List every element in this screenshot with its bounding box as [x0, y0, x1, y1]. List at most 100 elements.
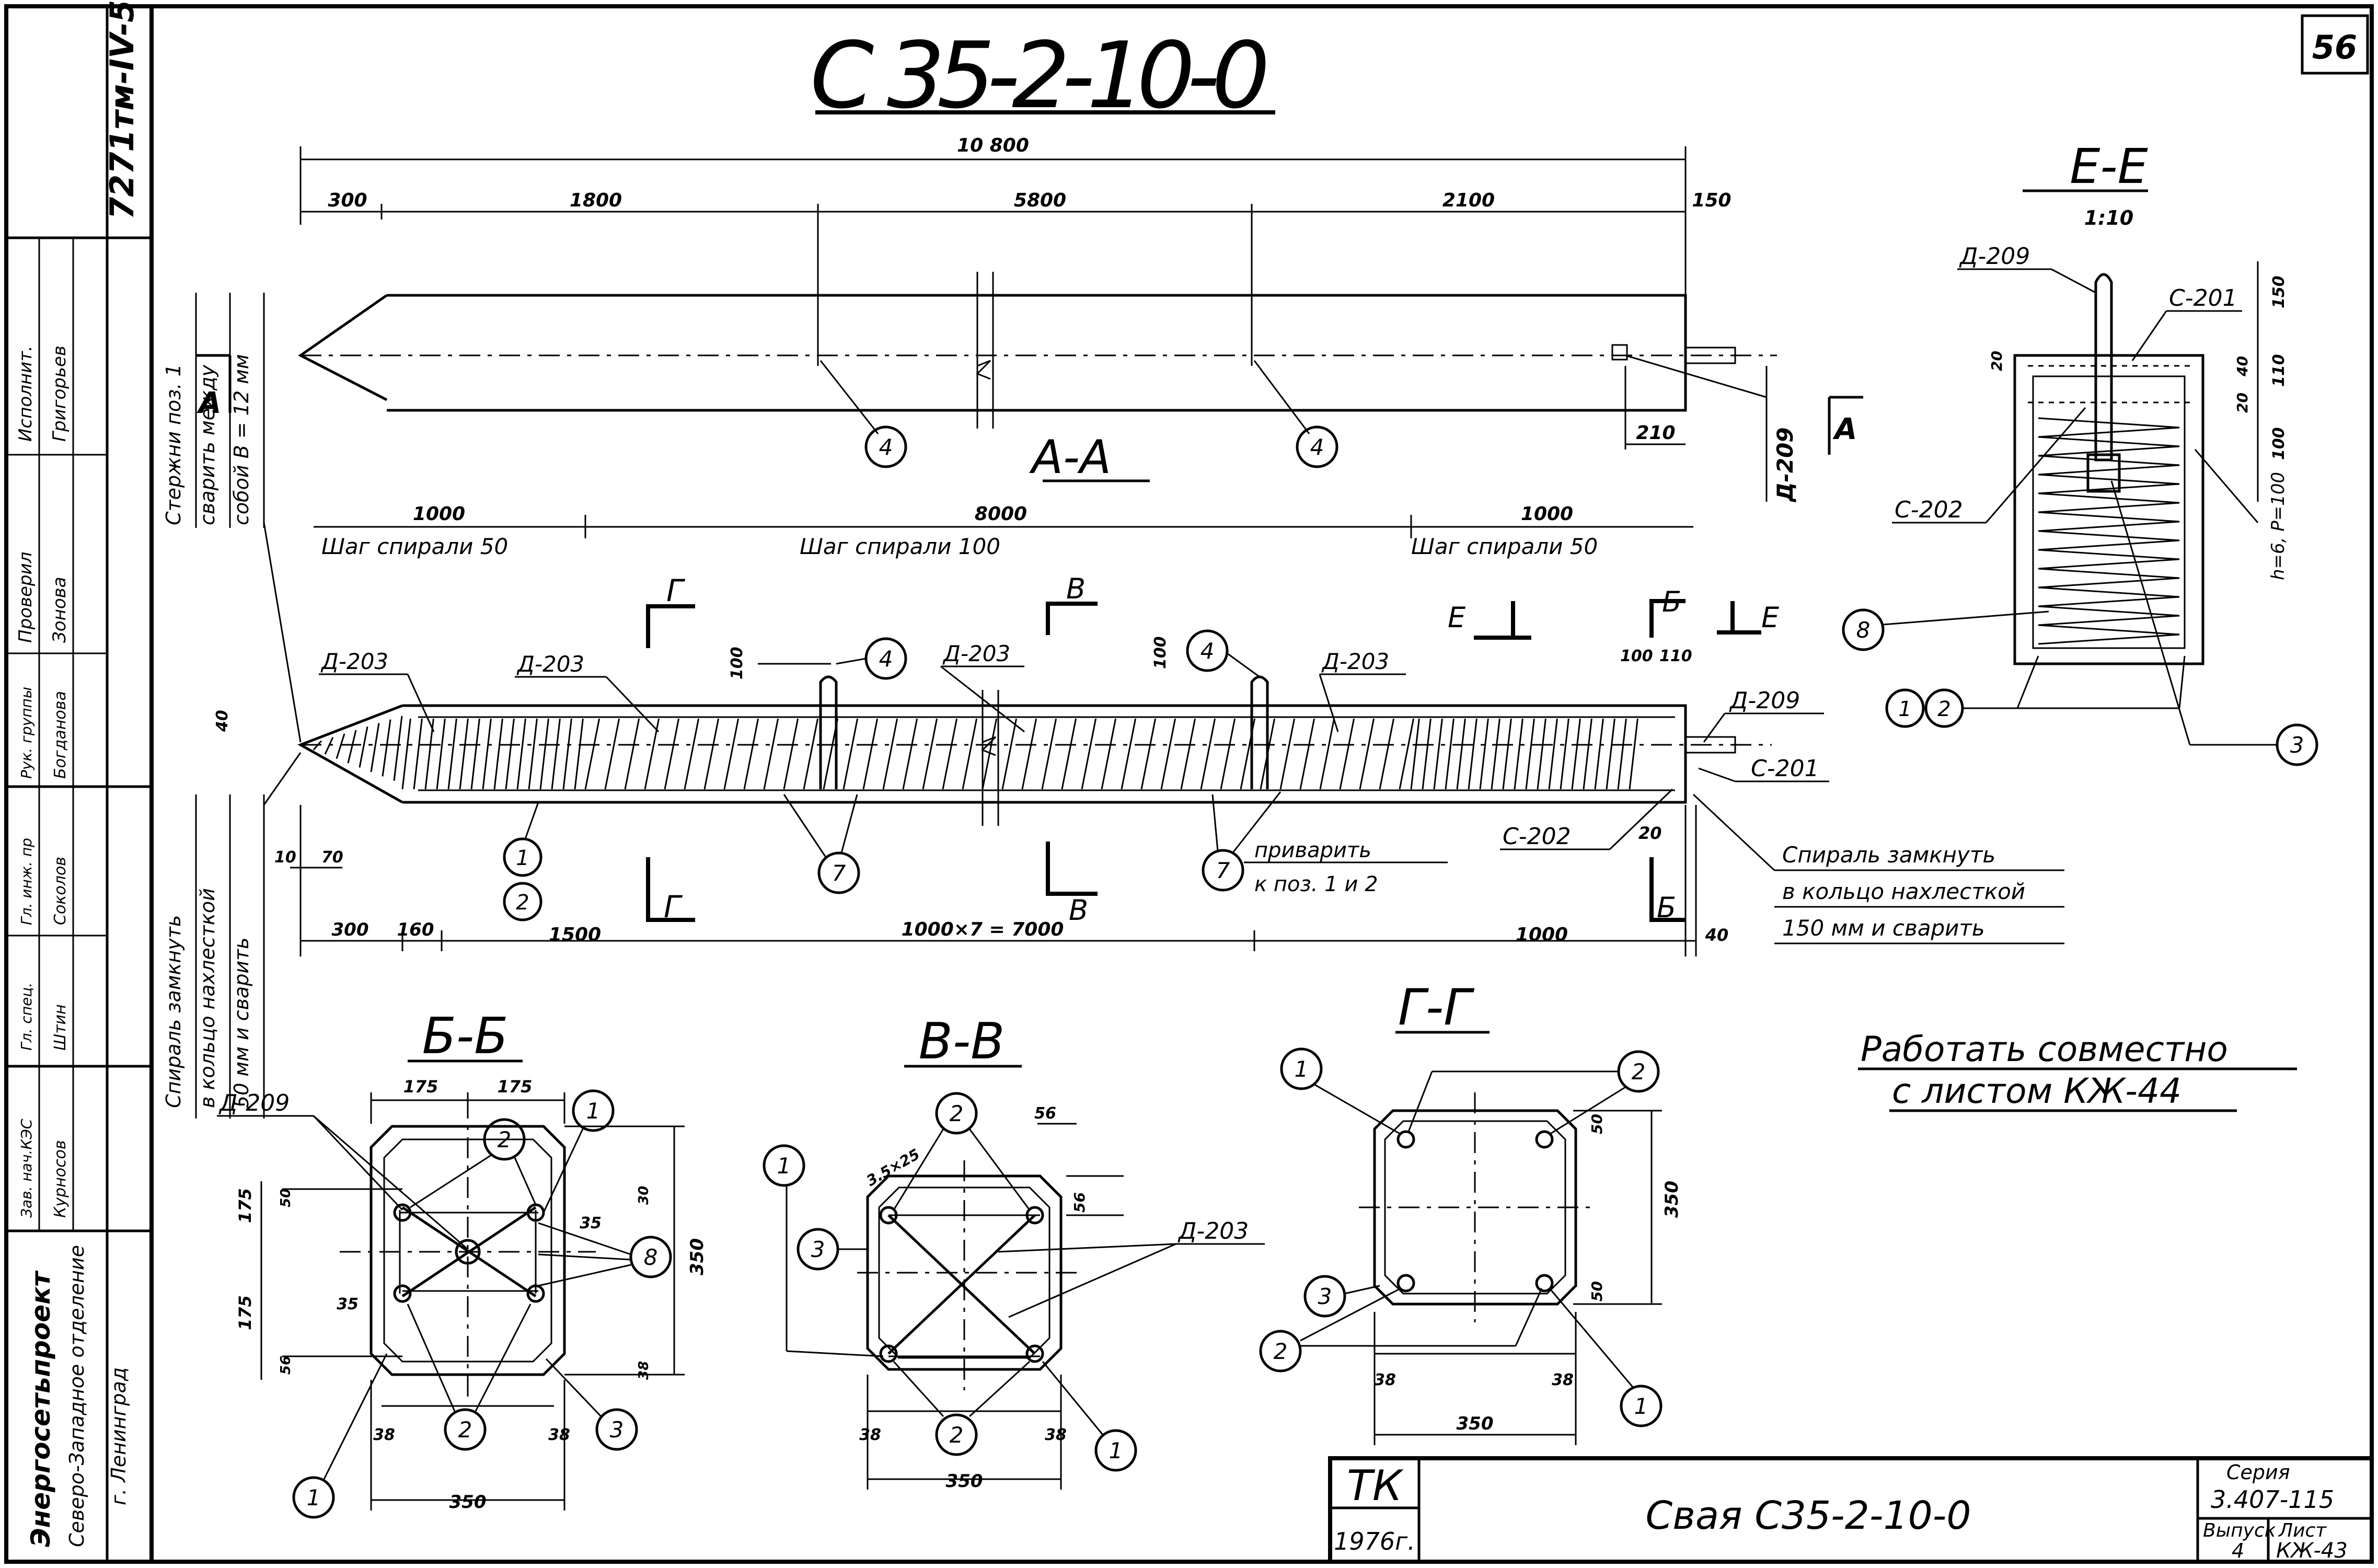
stamp-series-value: 3.407-115: [2211, 1485, 2334, 1514]
ee-label-c201: С-201: [2169, 285, 2237, 312]
sheet-frame: [4, 4, 2374, 1564]
ee-pos-1: 1: [1898, 697, 1911, 721]
note-rods-1: Стержни поз. 1: [162, 364, 185, 525]
bb-pos-1b: 1: [307, 1485, 321, 1511]
ee-pos-8: 8: [1856, 617, 1871, 643]
org-branch: Северо-Западное отделение: [65, 1245, 88, 1547]
bb-pos-2a: 2: [498, 1127, 512, 1152]
note-rods-2: сварить между: [196, 364, 219, 525]
bb-dim-30: 30: [636, 1186, 652, 1205]
stamp-issue-label: Выпуск: [2203, 1520, 2276, 1541]
plan-seg-2: 1800: [570, 190, 622, 211]
aa-cut-b-label-top: Б: [1662, 585, 1681, 618]
aa-cut-b-label-bot: Б: [1657, 891, 1676, 924]
aa-label-d209: Д-209: [1729, 687, 1800, 714]
aa-pos-1: 1: [516, 846, 529, 870]
aa-dim-1000: 1000: [1516, 924, 1568, 946]
aa-cut-e2-top: Е: [1717, 601, 1780, 635]
aa-cut-b-top: Б: [1649, 585, 1686, 638]
aa-cut-v-label-bot: В: [1069, 894, 1088, 927]
stamp-sheet-value: КЖ-43: [2276, 1539, 2348, 1563]
aa-dim-7000: 1000×7 = 7000: [902, 919, 1064, 940]
aa-dim-100c: 100: [1620, 647, 1653, 665]
aa-spiral-note-2: в кольцо нахлесткой: [1782, 879, 2025, 904]
aa-dim-110: 110: [1659, 647, 1692, 665]
bb-dim-35a: 35: [337, 1295, 359, 1313]
role-chief-spec: Гл. спец.: [18, 983, 35, 1051]
aa-span-1: 1000: [413, 503, 465, 525]
aa-d203-3: Д-203: [942, 641, 1010, 666]
bb-label-d209: Д-209: [218, 1090, 290, 1116]
aa-dim-10: 10: [274, 848, 296, 867]
gg-dim-38b: 38: [1552, 1371, 1574, 1389]
left-title-strip: 7271тм-IV-56 Исполнит. Григорьев Провери…: [6, 0, 152, 1562]
ee-label-c202: С-202: [1895, 497, 1963, 523]
bb-dim-38a: 38: [373, 1426, 395, 1444]
aa-span-3: 1000: [1521, 503, 1573, 525]
aa-cut-b-bot: Б: [1649, 857, 1686, 924]
plan-pos-4a: 4: [879, 434, 893, 460]
aa-dim-70: 70: [321, 848, 343, 867]
ee-pos-3: 3: [2290, 732, 2304, 758]
bb-dim-175b: 175: [498, 1077, 533, 1097]
coordination-note: Работать совместно с листом КЖ-44: [1858, 1029, 2297, 1112]
aa-spiral: [313, 716, 1638, 790]
plan-pos-4b: 4: [1310, 434, 1324, 460]
aa-label-c201: С-201: [1751, 755, 1819, 782]
ee-note-h: h=6, P=100: [2268, 472, 2289, 580]
bb-dim-56: 56: [278, 1356, 294, 1375]
vv-label-d203: Д-203: [1178, 1218, 1249, 1244]
name-chief-eng: Соколов: [51, 857, 70, 925]
aa-pitch-1: Шаг спирали 50: [321, 534, 508, 559]
aa-dim-20: 20: [1638, 823, 1662, 843]
vv-dim-38a: 38: [859, 1426, 881, 1444]
vv-pos-1b: 1: [1109, 1438, 1123, 1463]
org-name: Энергосетьпроект: [26, 1270, 56, 1547]
aa-cut-g-bot: Г: [646, 857, 695, 925]
aa-dim-40: 40: [213, 710, 232, 732]
note-line-1: Работать совместно: [1861, 1029, 2228, 1069]
ee-pos-2: 2: [1937, 697, 1950, 721]
note-spiral-1: Спираль замкнуть: [162, 915, 185, 1108]
aa-cut-g-top: Г: [646, 573, 695, 648]
aa-pos-7b: 7: [1216, 858, 1230, 883]
bb-pos-1a: 1: [586, 1098, 601, 1124]
note-spiral-3: 50 мм и сварить: [230, 937, 253, 1108]
gg-pos-3: 3: [1318, 1284, 1332, 1309]
org-city: г. Ленинград: [107, 1367, 130, 1505]
aa-cut-e2-label-top: Е: [1761, 601, 1780, 634]
section-vv: В-В 3.5×25 56 56 38 38 350 Д-203 2: [763, 1013, 1265, 1492]
aa-d203-2: Д-203: [516, 651, 584, 677]
aa-dim-100b: 100: [1151, 636, 1170, 669]
vv-dim-3-5x25: 3.5×25: [863, 1145, 923, 1190]
note-line-2: с листом КЖ-44: [1892, 1071, 2181, 1111]
plan-view: 10 800 300 1800 5800 2100 150 4 4 210 Д-…: [196, 135, 1863, 503]
gg-dim-38a: 38: [1374, 1371, 1396, 1389]
aa-pos-2: 2: [516, 891, 529, 915]
ee-dim-110: 110: [2270, 354, 2288, 387]
section-bb: Б-Б 175 175 175 175 50 56 38 38 35: [217, 1008, 708, 1519]
bb-dim-35b: 35: [580, 1214, 602, 1232]
aa-label-c202: С-202: [1503, 823, 1571, 850]
plan-seg-3: 5800: [1014, 190, 1066, 211]
aa-weld-note-1: приварить: [1254, 838, 1371, 862]
vv-dim-350: 350: [946, 1471, 983, 1492]
role-executor: Исполнит.: [15, 345, 36, 442]
ee-dim-100: 100: [2270, 427, 2288, 460]
vv-pos-2b: 2: [950, 1422, 964, 1448]
note-rods-3: собой В = 12 мм: [230, 354, 253, 525]
bb-pos-3: 3: [610, 1417, 624, 1443]
section-aa-title: А-А: [1029, 430, 1111, 484]
bb-dim-38b: 38: [548, 1426, 570, 1444]
role-chief-eng: Гл. инж. пр: [18, 838, 35, 925]
aa-cut-e-top: Е: [1448, 601, 1531, 640]
bb-pos-8: 8: [644, 1244, 658, 1270]
vv-dim-56a: 56: [1034, 1104, 1056, 1123]
aa-pos-4b: 4: [1200, 638, 1215, 664]
gg-dim-50a: 50: [1588, 1114, 1606, 1134]
ee-spiral: [2038, 417, 2180, 645]
plan-section-mark-right: А: [1832, 412, 1857, 446]
stamp-code: ТК: [1347, 1461, 1404, 1510]
bb-dim-350-side: 350: [687, 1238, 708, 1275]
bb-dim-175c: 175: [235, 1188, 255, 1223]
